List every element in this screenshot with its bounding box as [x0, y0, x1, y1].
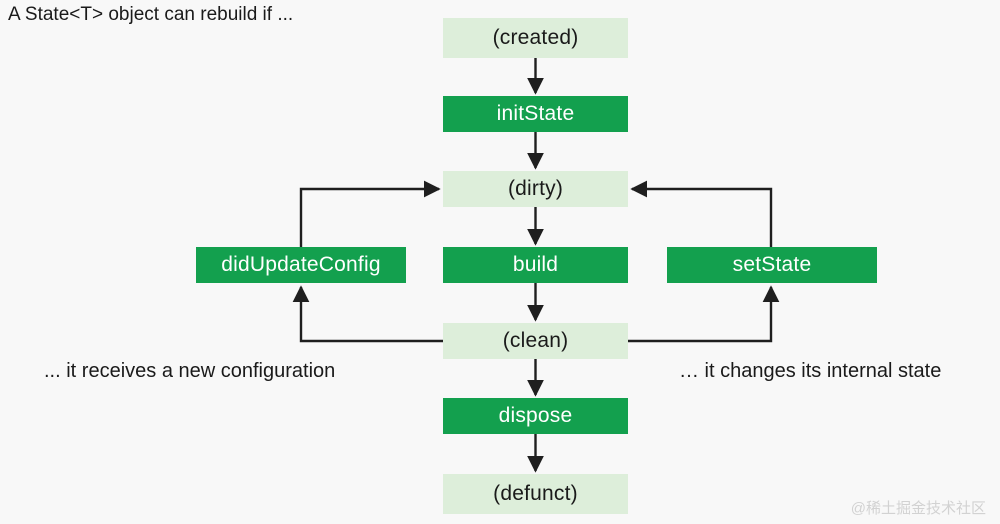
- edge-didUpdateConfig-dirty: [299, 180, 441, 247]
- node-set-state-label: setState: [732, 253, 812, 276]
- edge-setState-dirty: [630, 180, 773, 247]
- caption-receives-new-configuration: ... it receives a new configuration: [44, 360, 336, 382]
- node-clean-label: (clean): [502, 329, 569, 352]
- diagram-title: A State<T> object can rebuild if ...: [8, 4, 294, 25]
- node-build[interactable]: build: [443, 247, 628, 283]
- node-build-label: build: [512, 253, 559, 276]
- node-init-state[interactable]: initState: [443, 96, 628, 132]
- node-dispose[interactable]: dispose: [443, 398, 628, 434]
- node-dispose-label: dispose: [498, 404, 573, 427]
- node-set-state[interactable]: setState: [667, 247, 877, 283]
- node-defunct-label: (defunct): [493, 482, 578, 505]
- node-did-update-config-label: didUpdateConfig: [221, 253, 381, 276]
- caption-changes-internal-state: … it changes its internal state: [679, 360, 942, 382]
- edge-clean-setState: [628, 285, 780, 343]
- node-dirty[interactable]: (dirty): [443, 171, 628, 207]
- node-dirty-label: (dirty): [507, 177, 564, 200]
- node-created-label: (created): [492, 26, 579, 49]
- node-did-update-config[interactable]: didUpdateConfig: [196, 247, 406, 283]
- node-defunct[interactable]: (defunct): [443, 474, 628, 514]
- edge-clean-didUpdateConfig: [292, 285, 443, 343]
- node-created[interactable]: (created): [443, 18, 628, 58]
- node-init-state-label: initState: [496, 102, 575, 125]
- watermark: @稀土掘金技术社区: [850, 500, 986, 517]
- node-clean[interactable]: (clean): [443, 323, 628, 359]
